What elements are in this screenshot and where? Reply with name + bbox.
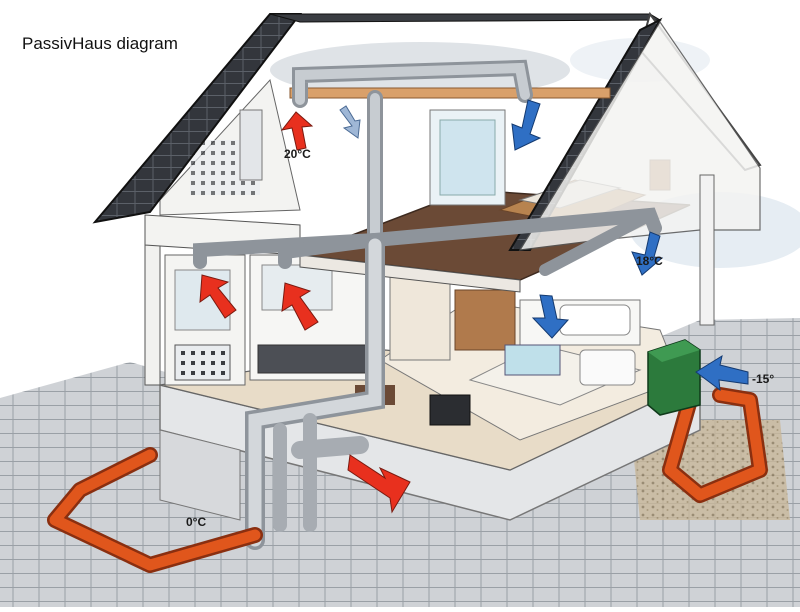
warm-air-arrows (199, 111, 411, 514)
warm-air-arrow-icon (199, 274, 237, 319)
interior-walls (164, 254, 376, 386)
cool-air-arrows (339, 99, 749, 392)
ground-loop-pipe-icon (47, 387, 768, 573)
ventilation-ducts (193, 59, 662, 550)
cool-air-arrow-icon (531, 294, 570, 339)
cool-air-arrow-icon (511, 99, 542, 151)
bedroom-temperature-label: 18°C (636, 254, 663, 268)
diagram-title: PassivHaus diagram (22, 34, 178, 53)
warm-air-arrow-icon (347, 454, 411, 514)
warm-air-arrow-icon (281, 282, 319, 331)
cool-air-arrow-icon (339, 105, 361, 139)
cool-air-arrow-icon (631, 231, 664, 276)
heat-exchanger-box-icon (647, 339, 701, 416)
upper-bathroom (159, 78, 301, 216)
ground-temperature-label: 0°C (186, 515, 206, 529)
cool-air-arrow-icon (695, 354, 749, 392)
warm-air-arrow-icon (280, 111, 314, 151)
living-room (355, 269, 642, 426)
left-wall (144, 224, 161, 386)
bathroom-temperature-label: 20°C (284, 147, 311, 161)
outdoor-temperature-label: -15° (752, 372, 774, 386)
roof (92, 11, 762, 326)
